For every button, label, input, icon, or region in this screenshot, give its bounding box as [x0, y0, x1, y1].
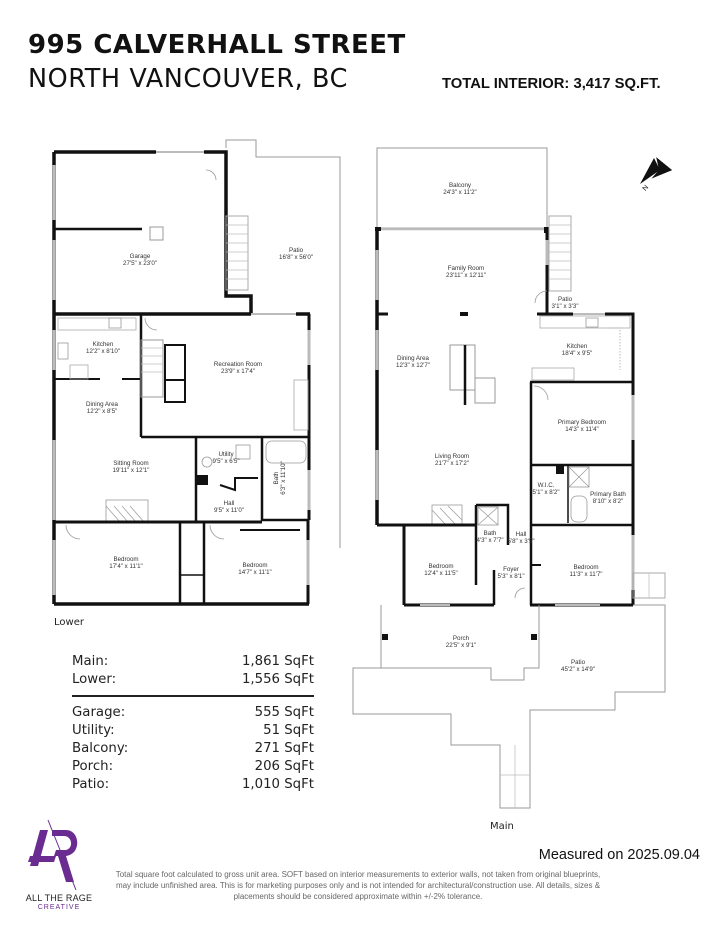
svg-text:Bedroom: Bedroom — [242, 562, 267, 569]
measured-date: Measured on 2025.09.04 — [538, 847, 700, 863]
svg-text:Dining Area: Dining Area — [397, 355, 430, 362]
svg-text:18'4" x 9'5": 18'4" x 9'5" — [562, 350, 593, 357]
svg-text:Hall: Hall — [224, 500, 235, 507]
svg-text:9'5" x 11'0": 9'5" x 11'0" — [214, 507, 244, 514]
area-row-patio: Patio: 1,010 SqFt — [72, 776, 314, 794]
svg-text:Porch: Porch — [453, 635, 470, 642]
svg-text:Bath: Bath — [273, 471, 280, 484]
svg-text:Bedroom: Bedroom — [428, 563, 453, 570]
svg-text:12'2" x 8'10": 12'2" x 8'10" — [86, 348, 120, 355]
svg-text:6'3" x 11'10": 6'3" x 11'10" — [280, 461, 287, 494]
svg-text:Bedroom: Bedroom — [113, 556, 138, 563]
lower-floor-label: Lower — [54, 617, 84, 628]
area-value: 555 SqFt — [254, 705, 314, 720]
svg-text:14'3" x 11'4": 14'3" x 11'4" — [565, 426, 598, 433]
svg-text:Foyer: Foyer — [503, 566, 519, 573]
area-value: 1,010 SqFt — [241, 777, 314, 792]
svg-text:12'4" x 11'5": 12'4" x 11'5" — [424, 570, 457, 577]
area-label: Main: — [72, 654, 109, 669]
area-row-balcony: Balcony: 271 SqFt — [72, 740, 314, 758]
svg-text:22'5" x 9'1": 22'5" x 9'1" — [446, 642, 477, 649]
svg-text:Primary Bedroom: Primary Bedroom — [558, 419, 606, 426]
north-arrow-icon: N — [640, 157, 673, 193]
svg-text:Garage: Garage — [130, 253, 151, 260]
svg-text:24'3" x 11'2": 24'3" x 11'2" — [443, 189, 476, 196]
svg-text:12'3" x 12'7": 12'3" x 12'7" — [396, 362, 430, 369]
svg-text:Patio: Patio — [289, 247, 304, 254]
svg-text:27'5" x 23'0": 27'5" x 23'0" — [123, 260, 157, 267]
area-label: Utility: — [72, 723, 115, 738]
svg-text:17'4" x 11'1": 17'4" x 11'1" — [109, 563, 142, 570]
svg-text:5'8" x 3'5": 5'8" x 3'5" — [507, 538, 534, 545]
svg-text:Family Room: Family Room — [448, 265, 484, 272]
main-floor-plan — [352, 147, 666, 809]
svg-text:Patio: Patio — [558, 296, 573, 303]
main-room-labels: Balcony 24'3" x 11'2" Family Room 23'11"… — [396, 182, 626, 673]
svg-text:Sitting Room: Sitting Room — [113, 460, 148, 467]
svg-text:3'1" x 3'3": 3'1" x 3'3" — [551, 303, 578, 310]
area-value: 1,556 SqFt — [241, 672, 314, 687]
svg-text:11'3" x 11'7": 11'3" x 11'7" — [569, 571, 602, 578]
area-divider — [72, 695, 314, 697]
svg-text:W.I.C.: W.I.C. — [538, 482, 555, 489]
lower-floor-plan — [52, 139, 341, 606]
svg-text:Balcony: Balcony — [449, 182, 472, 189]
brand-subtitle: CREATIVE — [37, 904, 81, 911]
area-row-main: Main: 1,861 SqFt — [72, 653, 314, 671]
svg-text:45'2" x 14'9": 45'2" x 14'9" — [561, 666, 595, 673]
svg-text:Kitchen: Kitchen — [93, 341, 114, 348]
area-label: Porch: — [72, 759, 114, 774]
svg-text:23'11" x 12'11": 23'11" x 12'11" — [446, 272, 486, 279]
svg-text:5'1" x 8'2": 5'1" x 8'2" — [532, 489, 559, 496]
svg-text:Living Room: Living Room — [435, 453, 469, 460]
svg-text:Bedroom: Bedroom — [573, 564, 598, 571]
area-value: 271 SqFt — [254, 741, 314, 756]
svg-text:Hall: Hall — [516, 531, 527, 538]
address-line-1: 995 CALVERHALL STREET — [28, 30, 406, 60]
svg-text:Patio: Patio — [571, 659, 586, 666]
svg-text:Recreation Room: Recreation Room — [214, 361, 262, 368]
total-interior: TOTAL INTERIOR: 3,417 SQ.FT. — [442, 76, 661, 92]
brand-logo-icon — [28, 819, 78, 891]
main-floor-label: Main — [490, 821, 514, 832]
area-label: Garage: — [72, 705, 126, 720]
svg-text:5'3" x 8'1": 5'3" x 8'1" — [497, 573, 524, 580]
svg-text:19'11" x 12'1": 19'11" x 12'1" — [113, 467, 150, 474]
svg-text:Dining Area: Dining Area — [86, 401, 119, 408]
area-value: 206 SqFt — [254, 759, 314, 774]
area-label: Patio: — [72, 777, 110, 792]
svg-text:9'5" x 6'5": 9'5" x 6'5" — [212, 458, 239, 465]
svg-text:23'9" x 17'4": 23'9" x 17'4" — [221, 368, 255, 375]
disclaimer-text: Total square foot calculated to gross un… — [115, 870, 601, 901]
svg-text:4'3" x 7'7": 4'3" x 7'7" — [476, 537, 503, 544]
area-label: Lower: — [72, 672, 117, 687]
area-value: 51 SqFt — [263, 723, 314, 738]
area-row-lower: Lower: 1,556 SqFt — [72, 671, 314, 689]
svg-text:16'8" x 56'0": 16'8" x 56'0" — [279, 254, 313, 261]
lower-room-labels: Garage 27'5" x 23'0" Patio 16'8" x 56'0"… — [86, 247, 313, 576]
svg-text:12'2" x 8'5": 12'2" x 8'5" — [87, 408, 118, 415]
brand-name: ALL THE RAGE — [25, 893, 93, 903]
area-value: 1,861 SqFt — [241, 654, 314, 669]
area-row-garage: Garage: 555 SqFt — [72, 704, 314, 722]
svg-text:21'7" x 17'2": 21'7" x 17'2" — [435, 460, 469, 467]
address-line-2: NORTH VANCOUVER, BC — [28, 64, 349, 94]
svg-text:N: N — [642, 184, 651, 192]
svg-text:8'10" x 8'2": 8'10" x 8'2" — [593, 498, 624, 505]
area-summary: Main: 1,861 SqFt Lower: 1,556 SqFt Garag… — [72, 653, 314, 794]
svg-text:Primary Bath: Primary Bath — [590, 491, 626, 498]
svg-text:14'7" x 11'1": 14'7" x 11'1" — [238, 569, 271, 576]
area-row-utility: Utility: 51 SqFt — [72, 722, 314, 740]
svg-text:Kitchen: Kitchen — [567, 343, 588, 350]
area-row-porch: Porch: 206 SqFt — [72, 758, 314, 776]
area-label: Balcony: — [72, 741, 129, 756]
svg-text:Bath: Bath — [484, 530, 497, 537]
svg-text:Utility: Utility — [218, 451, 234, 458]
